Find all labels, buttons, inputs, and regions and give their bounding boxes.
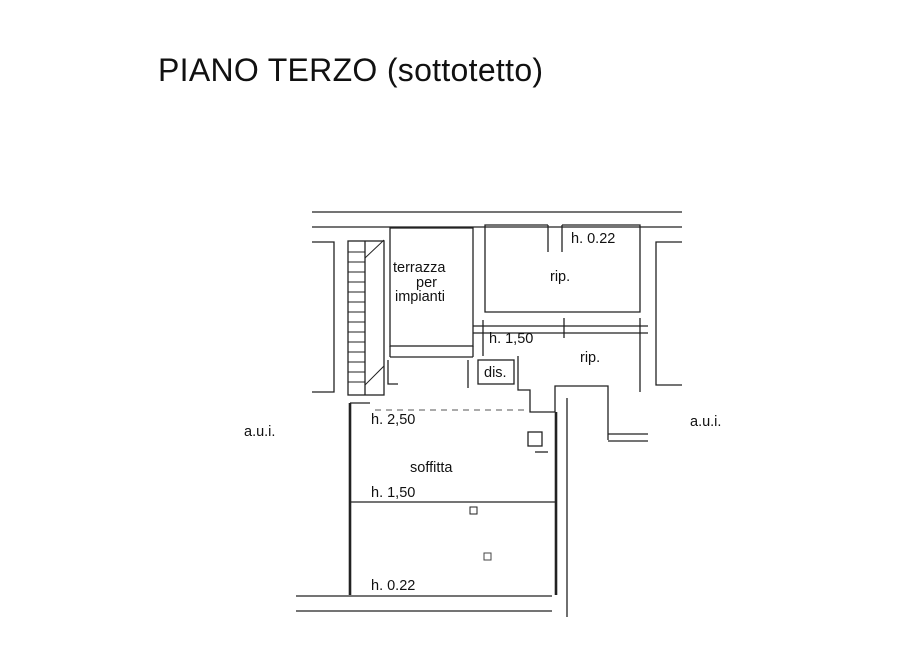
middle-rooms bbox=[387, 318, 648, 442]
rip-top-label: rip. bbox=[550, 269, 570, 285]
height-022-top-label: h. 0.22 bbox=[571, 231, 615, 247]
height-250-label: h. 2,50 bbox=[371, 412, 415, 428]
terrazza-room bbox=[389, 227, 474, 358]
staircase bbox=[347, 239, 385, 396]
height-150-soffitta-label: h. 1,50 bbox=[371, 485, 415, 501]
soffitta-label: soffitta bbox=[410, 460, 453, 476]
height-150-top-label: h. 1,50 bbox=[489, 331, 533, 347]
terrazza-label-line2: per bbox=[416, 275, 437, 291]
rip-top-room bbox=[484, 224, 641, 313]
aui-left-label: a.u.i. bbox=[244, 424, 275, 440]
dis-label: dis. bbox=[484, 365, 507, 381]
plan-title: PIANO TERZO (sottotetto) bbox=[158, 52, 544, 88]
height-022-bottom-label: h. 0.22 bbox=[371, 578, 415, 594]
aui-right-label: a.u.i. bbox=[690, 414, 721, 430]
context-walls bbox=[296, 211, 682, 612]
soffitta-room bbox=[348, 398, 568, 617]
terrazza-label-line1: terrazza bbox=[393, 260, 446, 276]
rip-mid-label: rip. bbox=[580, 350, 600, 366]
terrazza-label-line3: impianti bbox=[395, 289, 445, 305]
